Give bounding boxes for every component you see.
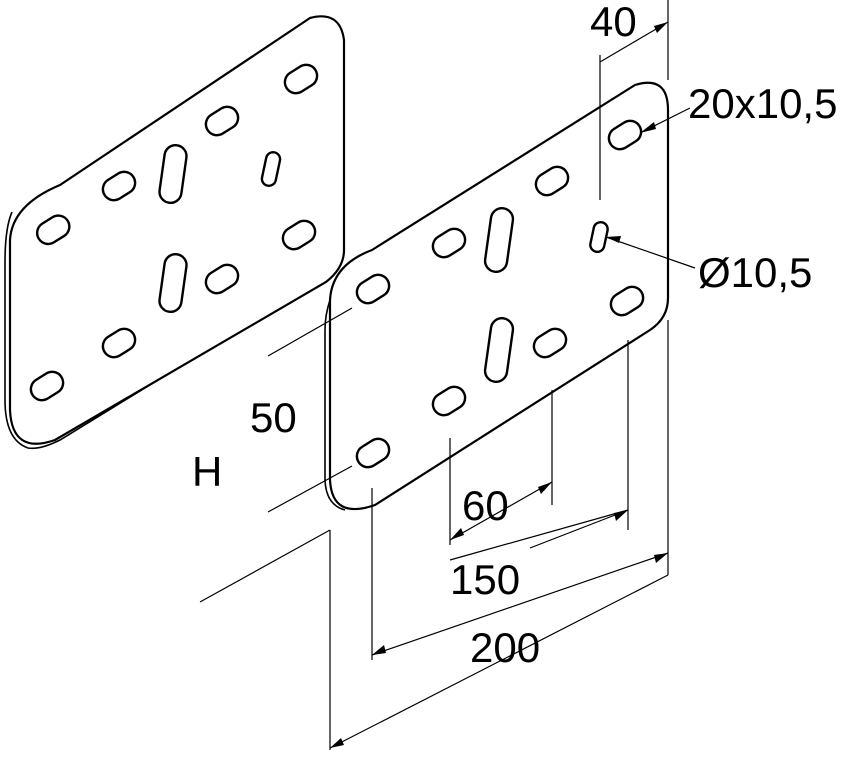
right-plate-holes [355,119,645,469]
label-mid-spacing: 150 [450,556,520,603]
label-inner-spacing: 60 [462,482,509,529]
label-hole-diameter: Ø10,5 [698,249,812,296]
left-plate [4,15,346,450]
left-plate-holes [29,63,319,402]
label-slot-size: 20x10,5 [688,80,837,127]
dimension-lines [199,0,696,750]
label-total-length: 200 [470,624,540,671]
label-side-spacing: 50 [250,394,297,441]
right-plate-outline [328,81,670,511]
label-top-width: 40 [590,0,637,45]
right-plate [324,81,670,511]
label-height: H [192,448,222,495]
left-plate-outline [8,15,346,445]
